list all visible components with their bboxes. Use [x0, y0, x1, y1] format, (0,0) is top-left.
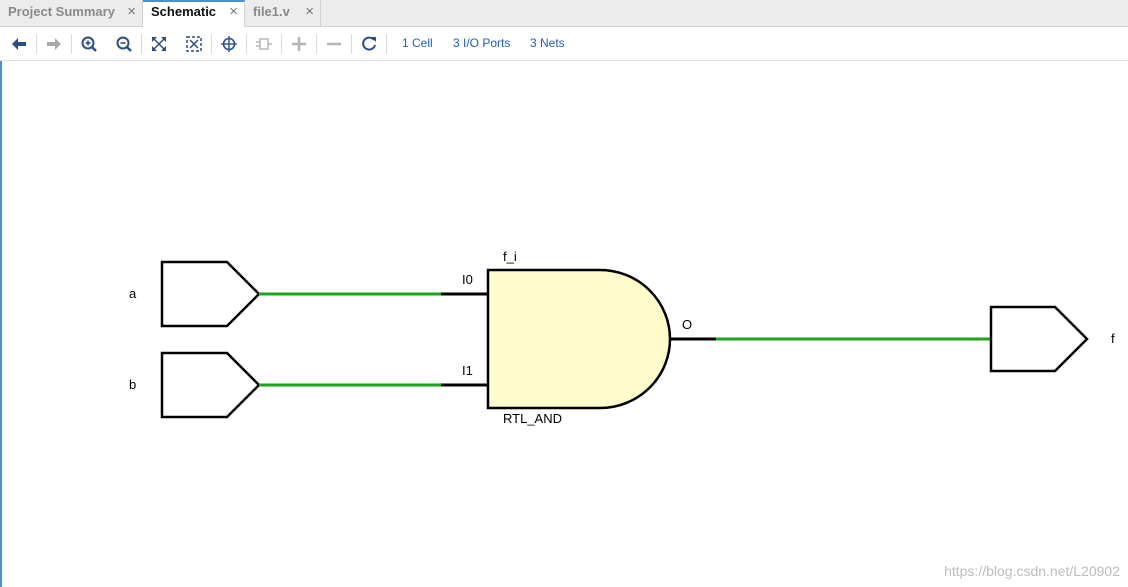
window-edge: [0, 0, 2, 587]
collapse-minus-icon[interactable]: [323, 34, 345, 54]
schematic-canvas[interactable]: a b f_i I0 I1 O RTL_AND f: [0, 61, 1128, 587]
toolbar-separator: [351, 34, 352, 54]
close-icon[interactable]: ×: [229, 3, 238, 20]
schematic-toolbar: 1 Cell 3 I/O Ports 3 Nets: [0, 27, 1128, 61]
cell-type-label: RTL_AND: [503, 411, 563, 426]
reload-icon[interactable]: [358, 34, 380, 54]
toolbar-separator: [386, 34, 387, 54]
and-gate-body[interactable]: [486, 268, 672, 410]
close-icon[interactable]: ×: [305, 3, 314, 20]
pin-label-i0: I0: [462, 272, 473, 287]
schematic-drawing: [160, 260, 1089, 419]
toolbar-separator: [36, 34, 37, 54]
center-target-icon[interactable]: [218, 34, 240, 54]
forward-arrow-icon[interactable]: [43, 34, 65, 54]
port-label-f: f: [1111, 331, 1115, 346]
back-arrow-icon[interactable]: [8, 34, 30, 54]
input-port-a-symbol[interactable]: [160, 260, 261, 328]
toolbar-separator: [211, 34, 212, 54]
tab-project-summary[interactable]: Project Summary ×: [0, 0, 143, 27]
watermark: https://blog.csdn.net/L20902: [944, 563, 1120, 579]
fit-selection-icon[interactable]: [183, 34, 205, 54]
tab-file1-v[interactable]: file1.v ×: [245, 0, 321, 27]
zoom-in-icon[interactable]: [78, 34, 100, 54]
tab-label: Project Summary: [8, 4, 115, 19]
pin-label-o: O: [682, 317, 693, 332]
close-icon[interactable]: ×: [127, 3, 136, 20]
port-label-a: a: [129, 286, 137, 301]
io-ports-link[interactable]: 3 I/O Ports: [453, 36, 511, 50]
expand-plus-icon[interactable]: [288, 34, 310, 54]
instance-name: f_i: [503, 249, 517, 264]
tab-label: Schematic: [151, 4, 217, 19]
toolbar-separator: [71, 34, 72, 54]
toolbar-separator: [246, 34, 247, 54]
route-icon[interactable]: [253, 34, 275, 54]
toolbar-separator: [281, 34, 282, 54]
toolbar-separator: [316, 34, 317, 54]
toolbar-separator: [141, 34, 142, 54]
tab-bar: Project Summary × Schematic × file1.v ×: [0, 0, 1128, 28]
nets-link[interactable]: 3 Nets: [530, 36, 565, 50]
zoom-fit-icon[interactable]: [148, 34, 170, 54]
port-label-b: b: [129, 377, 137, 392]
tab-label: file1.v: [253, 4, 290, 19]
cell-count-link[interactable]: 1 Cell: [402, 36, 433, 50]
output-port-f-symbol[interactable]: [989, 305, 1089, 373]
zoom-out-icon[interactable]: [113, 34, 135, 54]
tab-schematic[interactable]: Schematic ×: [143, 0, 245, 28]
input-port-b-symbol[interactable]: [160, 351, 261, 419]
pin-label-i1: I1: [462, 363, 473, 378]
